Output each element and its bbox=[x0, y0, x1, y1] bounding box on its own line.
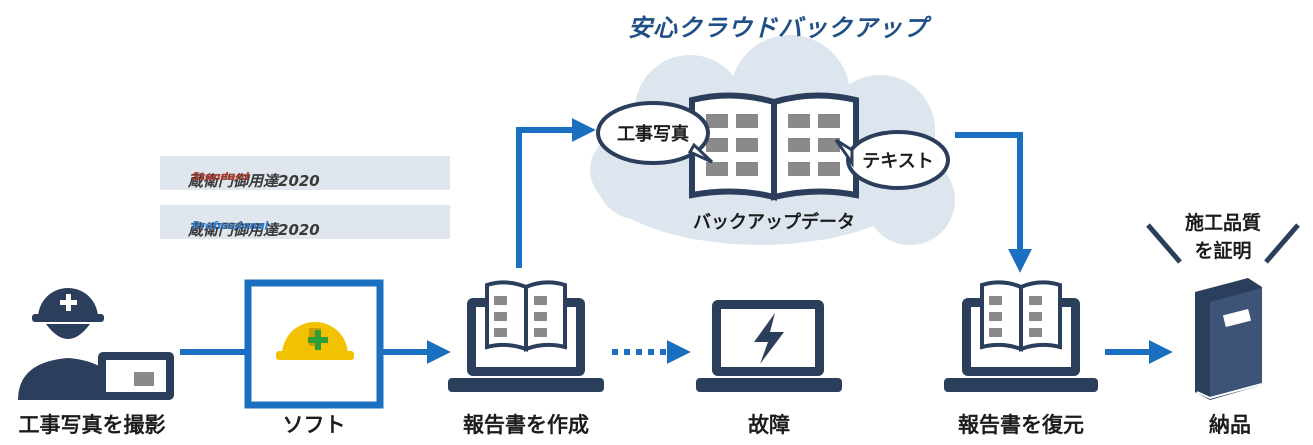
product-name: 蔵衛門御用達2020 bbox=[188, 172, 320, 190]
diagram-title: 安心クラウドバックアップ bbox=[628, 14, 928, 42]
step-label-create-report: 報告書を作成 bbox=[463, 413, 589, 437]
laptop-failure-icon bbox=[696, 300, 842, 392]
backup-book-icon bbox=[689, 92, 859, 201]
delivery-book-icon bbox=[1146, 223, 1300, 400]
arrow-report-to-cloud bbox=[516, 118, 596, 268]
step-label-delivery: 納品 bbox=[1209, 413, 1251, 437]
laptop-restore-icon bbox=[944, 280, 1098, 392]
arrow-cloud-to-restore bbox=[955, 132, 1032, 273]
quality-label-line2: を証明 bbox=[1194, 240, 1252, 262]
product-edition-professional: Professional bbox=[192, 219, 269, 232]
speech-bubble-right bbox=[834, 130, 950, 190]
software-icon bbox=[244, 279, 384, 409]
flow-arrows bbox=[180, 118, 1173, 364]
worker-icon bbox=[18, 288, 174, 400]
bubble-label-text: テキスト bbox=[862, 151, 934, 172]
speech-bubble-left bbox=[596, 101, 714, 165]
product-edition-standard: Standard bbox=[192, 170, 250, 183]
step-label-restore: 報告書を復元 bbox=[958, 413, 1084, 437]
step-label-shoot: 工事写真を撮影 bbox=[18, 413, 166, 437]
quality-label-line1: 施工品質 bbox=[1184, 212, 1262, 234]
step-label-software: ソフト bbox=[282, 413, 346, 437]
step-label-failure: 故障 bbox=[748, 413, 790, 437]
laptop-report-icon bbox=[448, 280, 604, 392]
bubble-label-photos: 工事写真 bbox=[617, 124, 689, 145]
cloud-caption: バックアップデータ bbox=[693, 212, 855, 233]
product-name: 蔵衛門御用達2020 bbox=[188, 221, 320, 239]
